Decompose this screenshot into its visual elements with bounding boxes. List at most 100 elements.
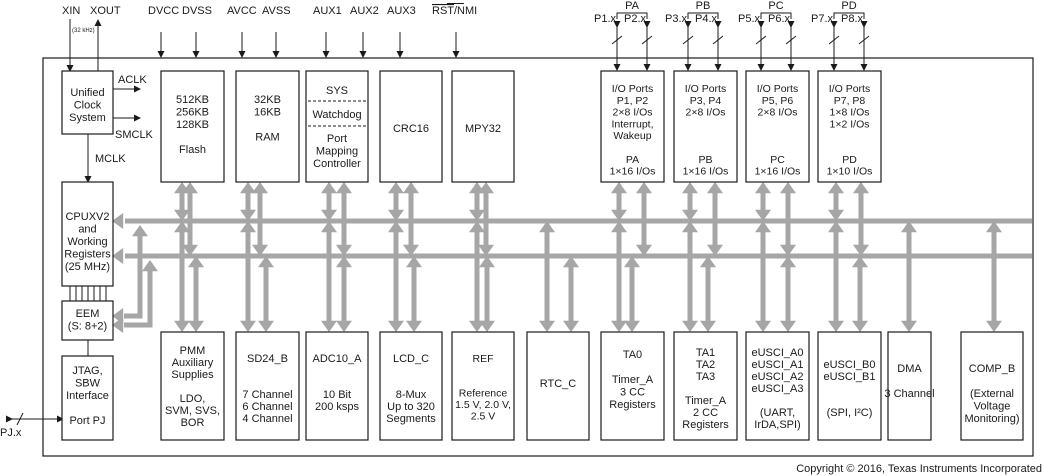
sd24-block-text: 7 Channel	[242, 389, 292, 401]
top-tap-8a-head-top	[828, 182, 844, 194]
top-tap-7b-head-top	[780, 182, 796, 194]
lcd-block-text: Segments	[386, 413, 436, 425]
eusci-a-block: eUSCI_A0eUSCI_A1eUSCI_A2eUSCI_A3(UART,Ir…	[745, 331, 810, 441]
top-tap-4a-head-bottom	[469, 209, 485, 221]
bot-tap-8b-head-bottom	[780, 320, 796, 332]
io-pb-block-text: 1×16 I/Os	[683, 166, 729, 178]
io-pa-block-text: P1, P2	[617, 95, 649, 107]
eem-block-box	[61, 300, 114, 341]
bot-tap-6b-head-bottom	[624, 320, 640, 332]
external-signals: XIN XOUT (32 kHz) DVCC DVSS AVCC AVSS AU…	[62, 3, 477, 72]
device-boundary	[42, 57, 1034, 457]
port-pb-p2: P4.x	[695, 13, 718, 25]
lcd-block-text: 8-Mux	[396, 389, 427, 401]
port-mapping-label: Controller	[313, 158, 361, 170]
smclk-label: SMCLK	[115, 129, 154, 141]
dvcc-label: DVCC	[148, 5, 179, 17]
port-pb-bracket	[687, 12, 719, 19]
top-tap-4b-head-top	[478, 182, 494, 194]
pj-bus-slash	[16, 412, 24, 426]
sd24-block-text: SD24_B	[247, 353, 288, 365]
rtc-block-text: RTC_C	[540, 378, 577, 390]
eusci-a-block-text: IrDA,SPI)	[754, 419, 800, 431]
top-tap-4b-head-bottom	[478, 244, 494, 256]
bus-slash	[858, 35, 870, 45]
io-pa-block-text: PA	[626, 154, 639, 166]
port-pb-p1: P3.x	[665, 13, 688, 25]
ref-block-text: 1.5 V, 2.0 V,	[455, 399, 511, 411]
bot-tap-7b-head-bottom	[700, 320, 716, 332]
top-tap-2a-head-bottom	[321, 209, 337, 221]
io-pd-block-text: 1×8 I/Os	[830, 107, 870, 119]
crc16-block-text: CRC16	[393, 123, 429, 135]
bot-tap-4a-head-top	[469, 221, 485, 233]
top-tap-5b-head-top	[636, 182, 652, 194]
adc10-block-text: ADC10_A	[313, 353, 363, 365]
top-tap-6b-head-top	[707, 182, 723, 194]
bot-tap-9a-head-bottom	[828, 320, 844, 332]
io-pc-block-box	[745, 70, 810, 183]
port-pd-bracket	[833, 12, 865, 19]
crc16-block-box	[379, 70, 443, 183]
top-tap-5a-head-bottom	[611, 209, 627, 221]
io-pd-block-text: I/O Ports	[829, 83, 870, 95]
bot-tap-0a-head-bottom	[174, 320, 190, 332]
ref-block-text: 2.5 V	[471, 411, 496, 423]
lcd-block-text: LCD_C	[393, 353, 429, 365]
bot-tap-5a-head-top	[539, 221, 555, 233]
dma-block-text: DMA	[897, 363, 922, 375]
top-tap-0b-head-bottom	[182, 244, 198, 256]
eusci-a-block-text: eUSCI_A0	[752, 347, 804, 359]
ref-block-text: REF	[473, 353, 494, 365]
bot-tap-11-head-bottom	[986, 320, 1002, 332]
io-pd-block-text: P7, P8	[834, 95, 866, 107]
io-pb-block-text: 2×8 I/Os	[686, 107, 726, 119]
top-tap-3a-head-bottom	[388, 209, 404, 221]
ucs-block-box	[61, 70, 114, 135]
io-pa-block-text: 2×8 I/Os	[613, 107, 653, 119]
rtc-block: RTC_C	[526, 331, 590, 441]
bus-slash	[785, 35, 797, 45]
port-pd-name: PD	[841, 0, 856, 12]
bot-tap-0a-head-top	[174, 221, 190, 233]
eem-data-tap	[124, 266, 153, 328]
avss-label: AVSS	[262, 5, 291, 17]
ucs-block-text: Clock	[74, 100, 102, 112]
aux2-label: AUX2	[350, 5, 379, 17]
port-pa-name: PA	[625, 0, 640, 12]
ucs-block-text: System	[69, 112, 106, 124]
bot-tap-2a-head-bottom	[321, 320, 337, 332]
ram-block-text: RAM	[255, 132, 279, 144]
io-pc-block-text: PC	[770, 154, 785, 166]
jtag-block-text: Port PJ	[69, 415, 105, 427]
bot-tap-2b-head-bottom	[336, 320, 352, 332]
io-pd-block-box	[817, 70, 882, 183]
top-tap-6b-head-bottom	[707, 244, 723, 256]
adc10-block-text: 200 ksps	[315, 401, 360, 413]
bot-tap-0b-head-top	[188, 256, 204, 268]
eusci-a-block-text: eUSCI_A1	[752, 359, 804, 371]
top-tap-1a-head-bottom	[240, 209, 256, 221]
jtag-block-text: SBW	[75, 378, 101, 390]
eusci-b-block-text: eUSCI_B1	[824, 371, 876, 383]
pmm-block-text: Supplies	[171, 369, 214, 381]
bot-tap-8b-head-top	[780, 256, 796, 268]
bot-tap-7a-head-bottom	[682, 320, 698, 332]
bot-tap-3a-head-bottom	[388, 320, 404, 332]
eem-data-tap-tail	[112, 317, 124, 333]
jtag-block-text: JTAG,	[72, 365, 102, 377]
avcc-label: AVCC	[227, 5, 257, 17]
mpy32-block-box	[451, 70, 515, 183]
bot-tap-1a-head-top	[240, 221, 256, 233]
cpu-block-text: and	[78, 224, 96, 236]
eem-address-tap	[124, 231, 143, 319]
crystal-freq-label: (32 kHz)	[72, 28, 95, 34]
top-tap-1b-head-bottom	[252, 244, 268, 256]
bot-tap-11-head-top	[986, 221, 1002, 233]
bus-slash	[755, 35, 767, 45]
bus-slash	[641, 35, 653, 45]
